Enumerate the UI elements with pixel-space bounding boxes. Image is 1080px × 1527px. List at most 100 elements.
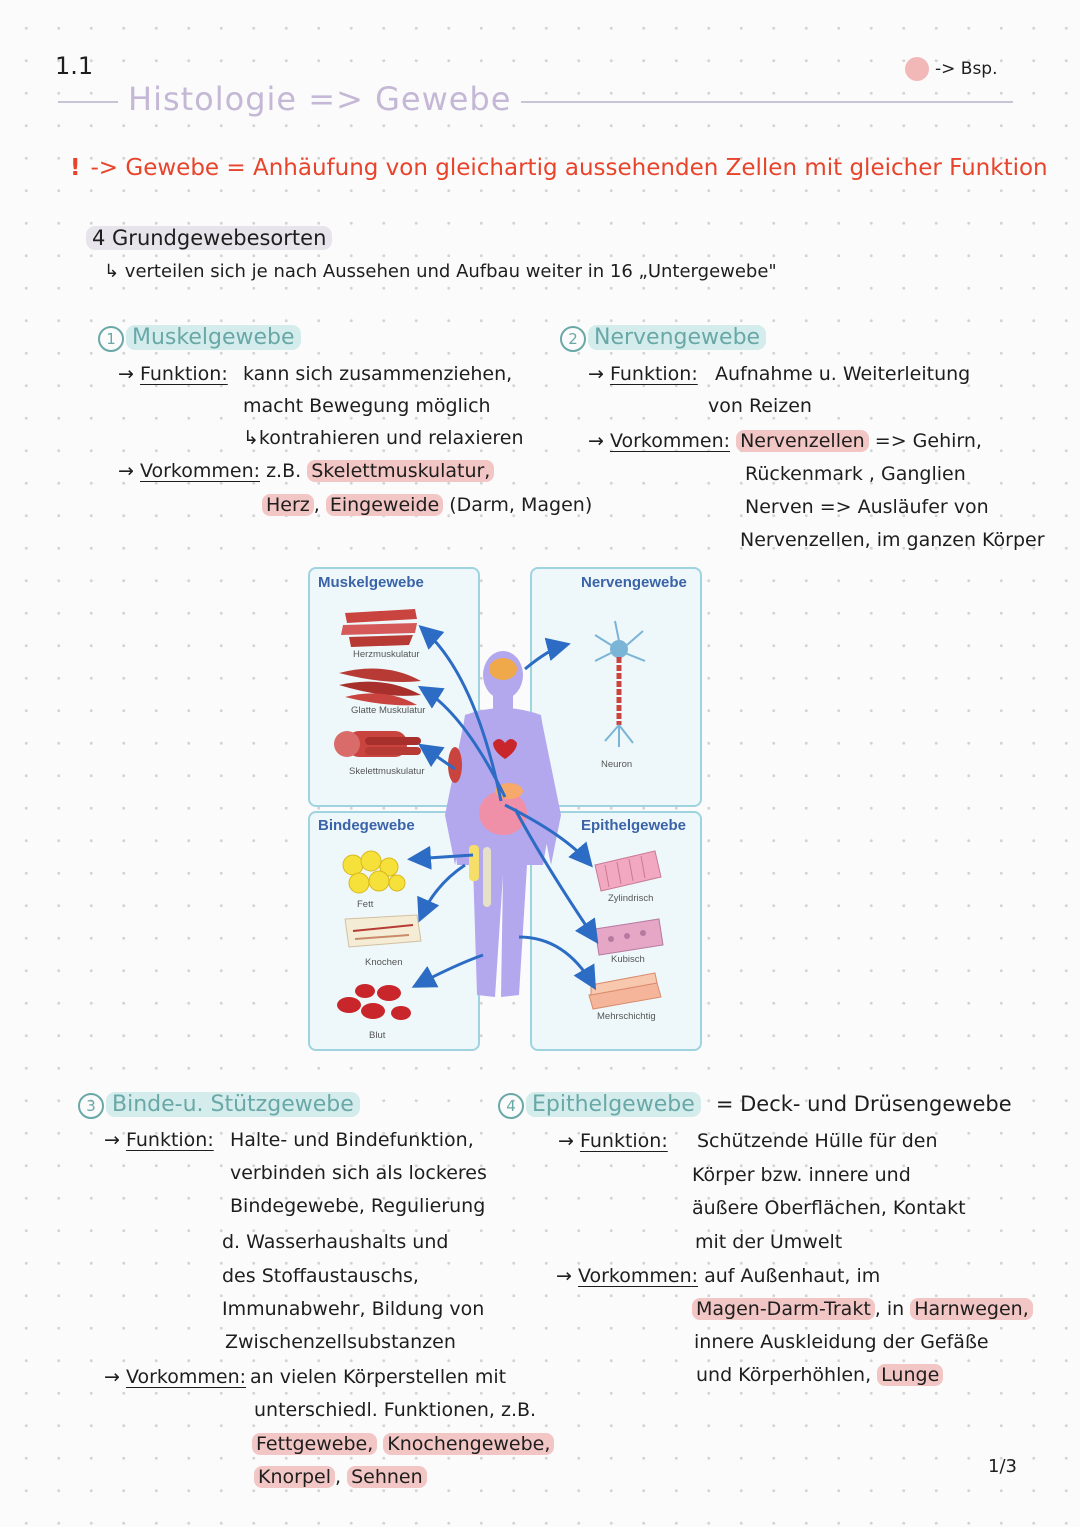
fat-sample [342,850,406,894]
heart-icon [493,739,517,759]
occurrence-label: Vorkommen: [577,1265,699,1287]
nerve-occ-2: Rückenmark , Ganglien [745,463,966,485]
figure-illustration [334,609,664,1020]
occ-line-1: auf Außenhaut, im [704,1265,881,1287]
leg-bone-icon [483,847,491,907]
arm-muscle-icon [448,747,462,783]
epithelial-occurrence: → Vorkommen: auf Außenhaut, im [556,1265,881,1287]
connective-function-3: Bindegewebe, Regulierung [230,1195,486,1217]
smooth-muscle-sample [339,668,421,706]
connective-occ-2: unterschiedl. Funktionen, z.B. [254,1399,537,1421]
epithelial-occ-4: und Körperhöhlen, Lunge [696,1359,944,1392]
page-fraction: 1/3 [988,1456,1017,1477]
separator: , [313,494,320,516]
stratified-epithelium-sample [588,972,662,1010]
panel-title-nerve: Nervengewebe [581,574,687,591]
epithelial-function-2: Körper bzw. innere und [692,1164,911,1186]
nerve-function-1: Aufnahme u. Weiterleitung [715,363,971,385]
section-title: Binde-u. Stützgewebe [106,1092,360,1117]
connective-occ-4: Knorpel, Sehnen [254,1461,427,1494]
example-nervenzellen: Nervenzellen [736,430,869,452]
example-harnwegen: Harnwegen, [910,1298,1033,1320]
caption-herzmuskulatur: Herzmuskulatur [353,649,420,660]
occ-rest: => Gehirn, [874,430,982,452]
example-sehnen: Sehnen [347,1466,427,1488]
example-skelettmuskulatur: Skelettmuskulatur, [307,460,495,482]
occurrence-label: Vorkommen: [609,430,731,452]
cuboidal-epithelium-sample [594,918,664,956]
definition-text: -> Gewebe = Anhäufung von gleichartig au… [90,155,1048,181]
connective-occ-1: an vielen Körperstellen mit [250,1366,507,1388]
legend-swatch [905,57,929,81]
skeletal-muscle-sample [334,731,421,757]
page-title: Histologie => Gewebe [118,80,522,118]
occ-mid: , in [874,1298,905,1320]
connective-function-2: verbinden sich als lockeres [230,1162,487,1184]
legend-label: -> Bsp. [935,59,998,79]
bone-sample [344,914,422,948]
function-label: Funktion: [579,1130,668,1152]
nerve-function-label: → Funktion: [588,363,698,385]
caption-fett: Fett [357,899,374,910]
connective-function-label: → Funktion: [104,1129,214,1151]
intestines-icon [479,791,527,835]
example-fettgewebe: Fettgewebe, [252,1433,378,1455]
legend: -> Bsp. [905,57,998,81]
connective-occurrence: → Vorkommen: [104,1366,247,1388]
occ-prefix: z.B. [266,460,302,482]
panel-title-muscle: Muskelgewebe [318,574,424,591]
panel-title-epithelial: Epithelgewebe [581,817,687,834]
connective-function-6: Immunabwehr, Bildung von [222,1298,485,1320]
muscle-function-1: kann sich zusammenziehen, [243,363,513,385]
occurrence-label: Vorkommen: [139,460,261,482]
section-number: 1 [98,326,124,352]
definition-line: ! -> Gewebe = Anhäufung von gleichartig a… [70,155,1048,181]
muscle-function-label: → Funktion: [118,363,228,385]
caption-glatte-muskulatur: Glatte Muskulatur [351,705,426,716]
function-label: Funktion: [125,1129,214,1151]
separator: , [334,1466,342,1488]
epithelial-occ-2: Magen-Darm-Trakt, in Harnwegen, [692,1293,1033,1326]
caption-skelettmuskulatur: Skelettmuskulatur [349,766,425,777]
nerve-occurrence: → Vorkommen: Nervenzellen => Gehirn, [588,430,982,452]
example-lunge: Lunge [877,1364,944,1386]
connective-function-5: des Stoffaustauschs, [222,1265,419,1287]
exclamation-marker: ! [70,155,81,181]
muscle-occurrence: → Vorkommen: z.B. Skelettmuskulatur, [118,455,495,488]
neuron-sample [594,620,646,747]
section-number: 4 [498,1093,524,1119]
example-knorpel: Knorpel [254,1466,335,1488]
tissue-figure: Muskelgewebe Nervengewebe Bindegewebe Ep… [305,565,702,1051]
function-label: Funktion: [609,363,698,385]
function-label: Funktion: [139,363,228,385]
section-title: Muskelgewebe [126,325,301,350]
section-title: Nervengewebe [588,325,767,350]
title-rule [58,101,1013,103]
epithelial-function-3: äußere Oberflächen, Kontakt [692,1197,966,1219]
connective-function-7: Zwischenzellsubstanzen [225,1331,456,1353]
occ-rest: (Darm, Magen) [449,494,593,516]
section-title: Epithelgewebe [526,1092,701,1117]
intro-heading: 4 Grundgewebesorten [86,226,333,250]
occurrence-label: Vorkommen: [125,1366,247,1388]
blood-sample [337,984,411,1020]
heart-muscle-sample [341,609,417,647]
page-number: 1.1 [55,52,94,80]
section-number: 3 [78,1093,104,1119]
brain-icon [489,658,517,680]
muscle-function-2: macht Bewegung möglich [243,395,491,417]
panel-nerve [530,567,702,807]
caption-blut: Blut [369,1030,386,1041]
nerve-occ-3: Nerven => Ausläufer von [745,496,989,518]
section-number: 2 [560,326,586,352]
occ-line-4: und Körperhöhlen, [696,1364,872,1386]
caption-zylindrisch: Zylindrisch [608,893,654,904]
example-eingeweide: Eingeweide [325,494,444,516]
connective-function-1: Halte- und Bindefunktion, [230,1129,474,1151]
example-knochengewebe: Knochengewebe, [383,1433,555,1455]
nerve-function-2: von Reizen [708,395,812,417]
